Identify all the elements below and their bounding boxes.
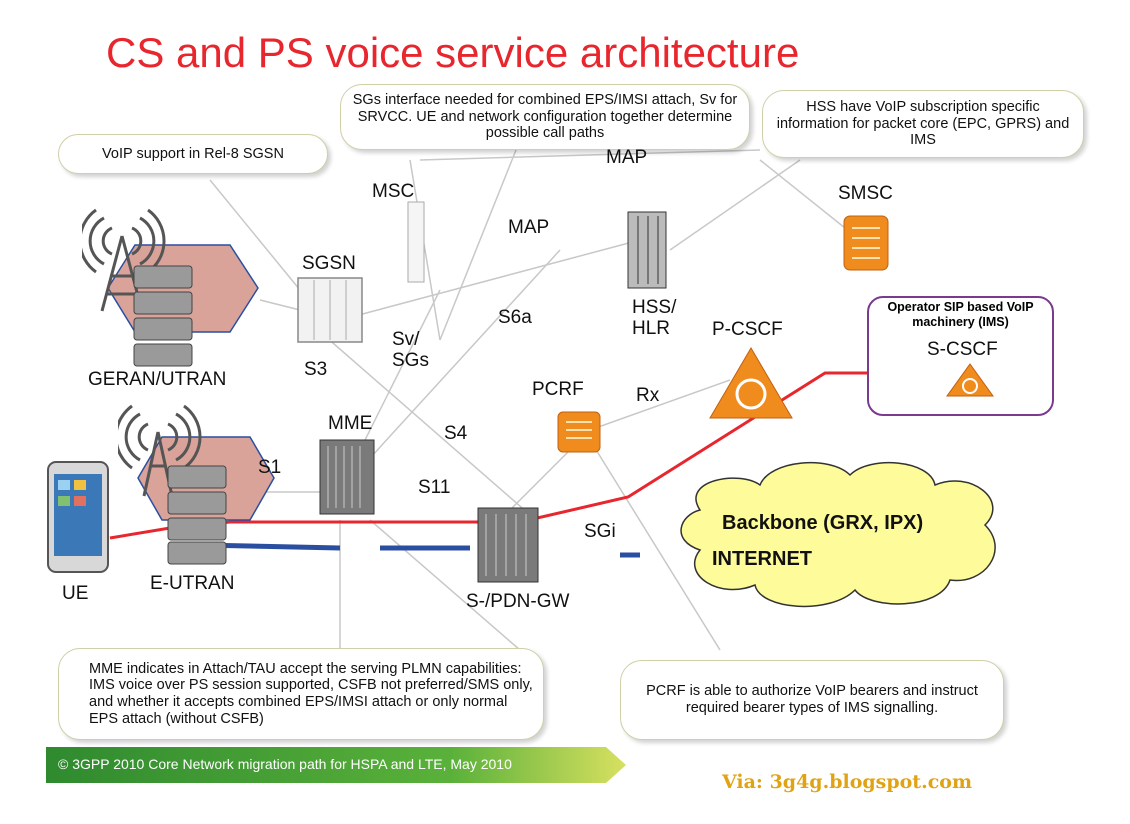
s6a-line — [349, 249, 561, 481]
voip-callout: VoIP support in Rel-8 SGSN — [58, 134, 328, 174]
footer-banner: © 3GPP 2010 Core Network migration path … — [46, 747, 626, 783]
pcrf-label: PCRF — [532, 379, 584, 400]
interface-s3: S3 — [304, 359, 328, 380]
phone-icon[interactable] — [46, 460, 112, 576]
warning-triangle-icon[interactable] — [945, 362, 995, 398]
server-rack-icon[interactable] — [318, 438, 378, 518]
ims-title: Operator SIP based VoIP machinery (IMS) — [887, 300, 1034, 329]
antenna-icon — [82, 208, 166, 312]
footer-arrow — [46, 747, 626, 783]
sgs-callout: SGs interface needed for combined EPS/IM… — [340, 84, 750, 150]
cloud-icon — [680, 462, 996, 608]
interface-s11: S11 — [418, 477, 451, 498]
sgs-callout-line2 — [439, 139, 521, 341]
server-rack-icon — [133, 265, 193, 367]
interface-s4: S4 — [444, 423, 468, 444]
interface-map: MAP — [508, 217, 550, 238]
pcscf-label: P-CSCF — [712, 319, 783, 340]
interface-s6a: S6a — [498, 307, 532, 328]
cloud-line2: INTERNET — [712, 548, 812, 570]
mme-label: MME — [328, 413, 373, 434]
eutran-label: E-UTRAN — [150, 573, 235, 594]
orange-server-icon[interactable] — [842, 214, 890, 272]
cloud-line1: Backbone (GRX, IPX) — [722, 512, 924, 534]
interface-s1: S1 — [258, 457, 282, 478]
mme-callout: MME indicates in Attach/TAU accept the s… — [58, 648, 544, 740]
server-rack-icon[interactable] — [406, 200, 428, 286]
cs-path — [199, 542, 640, 558]
page-title: CS and PS voice service architecture — [106, 29, 800, 76]
pcrf-callout-line — [589, 439, 721, 651]
antenna-icon — [118, 404, 202, 497]
rx-line — [589, 379, 731, 431]
interface-sgi: SGi — [584, 521, 616, 542]
sgw-label: S-/PDN-GW — [466, 591, 570, 612]
hss-callout-line2 — [669, 159, 801, 251]
hss-callout-line1 — [759, 159, 861, 241]
ims-box: Operator SIP based VoIP machinery (IMS) … — [867, 296, 1054, 416]
footer-text: © 3GPP 2010 Core Network migration path … — [58, 756, 512, 772]
hss-callout: HSS have VoIP subscription specific info… — [762, 90, 1084, 158]
sgs-callout-line1 — [409, 159, 441, 341]
smsc-label: SMSC — [838, 183, 893, 204]
map-top-line — [419, 149, 761, 161]
server-rack-icon[interactable] — [626, 210, 670, 290]
via-credit: Via: 3g4g.blogspot.com — [722, 771, 973, 793]
sgsn-label: SGSN — [302, 253, 356, 274]
interface-svsgs: Sv/ SGs — [392, 329, 429, 371]
map-line — [339, 239, 641, 321]
msc-label: MSC — [372, 181, 415, 202]
interface-rx: Rx — [636, 385, 660, 406]
warning-triangle-icon[interactable] — [708, 346, 794, 420]
scscf-label: S-CSCF — [927, 339, 998, 360]
interface-map-top: MAP — [606, 147, 648, 168]
hss-label: HSS/ HLR — [632, 297, 677, 339]
orange-server-icon[interactable] — [556, 410, 602, 454]
pcrf-callout: PCRF is able to authorize VoIP bearers a… — [620, 660, 1004, 740]
server-rack-icon — [167, 465, 227, 565]
s4-line — [317, 329, 537, 521]
ue-label: UE — [62, 583, 89, 604]
geran-sgsn-line — [259, 299, 301, 311]
geran-label: GERAN/UTRAN — [88, 369, 227, 390]
server-rack-icon[interactable] — [296, 276, 366, 346]
voip-callout-line — [209, 179, 301, 291]
server-rack-icon[interactable] — [476, 506, 542, 586]
s11-line — [369, 519, 521, 651]
